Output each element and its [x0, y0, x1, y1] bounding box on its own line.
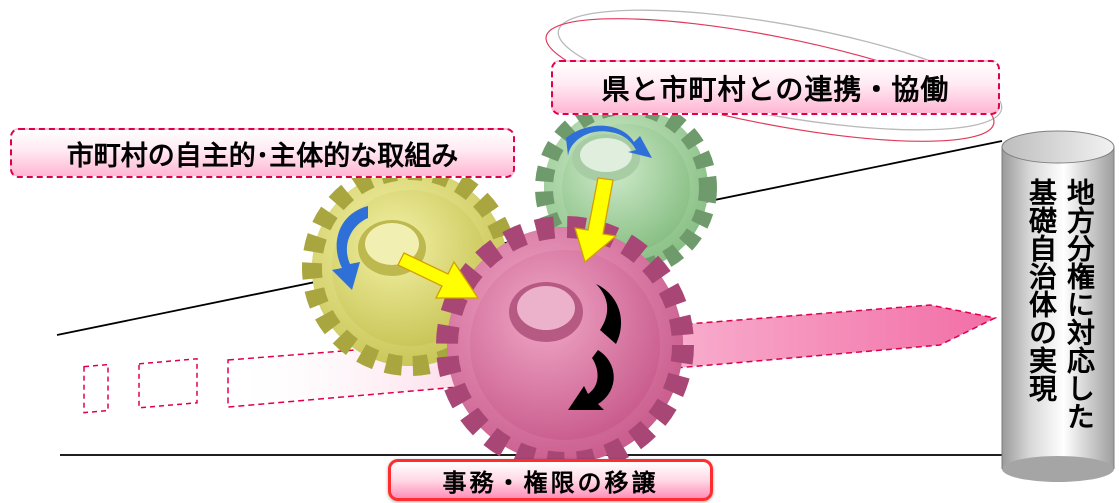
rotation-arrow-icon-green-gear [566, 125, 652, 158]
gear-icon-pink [436, 216, 694, 474]
label-transfer-of-authority: 事務・権限の移譲 [388, 459, 713, 501]
cylinder-icon [1001, 130, 1115, 482]
ellipse-outline-gray [557, 9, 1003, 131]
label-municipal-initiative: 市町村の自主的･主体的な取組み [10, 128, 515, 178]
down-arrow-icon-from-yellow-gear [397, 252, 480, 299]
ellipse-outline-red [545, 18, 995, 142]
rotation-arrow-icon-yellow-gear [332, 206, 368, 290]
cylinder-label-column-1: 地方分権に対応した [1063, 178, 1096, 430]
rotation-arrow-icon-pink-gear-lower [568, 350, 614, 410]
down-arrow-icon-from-green-gear [574, 177, 618, 264]
rotation-arrow-icon-pink-gear-upper [596, 284, 622, 344]
cylinder-label-column-2: 基礎自治体の実現 [1025, 178, 1058, 402]
dashed-step-1 [83, 363, 109, 414]
label-prefecture-municipal-collaboration: 県と市町村との連携・協働 [551, 60, 1000, 115]
dashed-step-2 [138, 357, 198, 409]
